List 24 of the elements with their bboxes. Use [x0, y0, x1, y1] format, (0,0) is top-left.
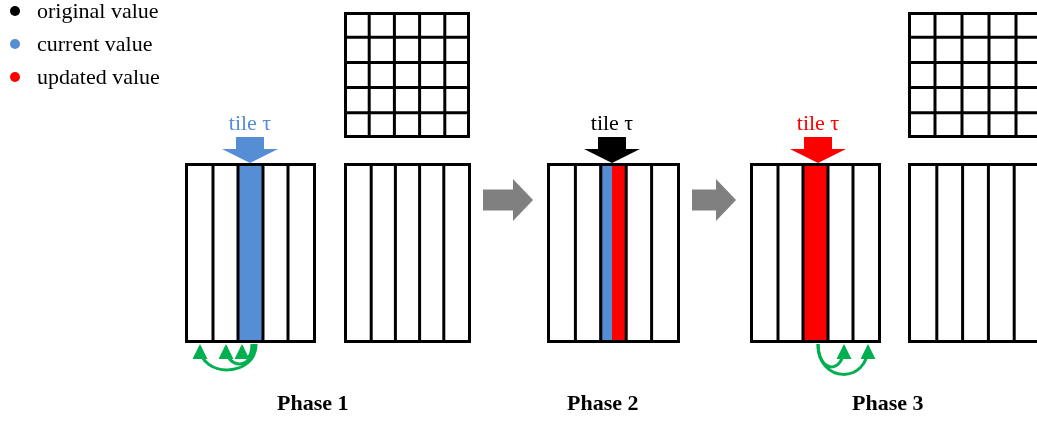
block-arrow [584, 137, 640, 163]
column-panel [908, 163, 1037, 343]
phase-label: Phase 2 [567, 390, 639, 416]
tile-label: tile τ [210, 110, 290, 136]
block-arrow [483, 179, 533, 221]
column-panel [750, 163, 881, 343]
column-panel [185, 163, 316, 343]
dependency-arrow [816, 343, 851, 369]
column-panel [547, 163, 680, 343]
dependency-arrow [235, 343, 254, 360]
block-arrow [692, 179, 736, 221]
legend-label: updated value [37, 64, 160, 90]
phase-label: Phase 1 [277, 390, 349, 416]
tile-label: tile τ [778, 110, 858, 136]
dependency-arrow [194, 343, 258, 372]
block-arrow [790, 137, 846, 163]
dependency-arrow [219, 343, 256, 366]
column-panel [344, 163, 471, 343]
block-arrow [222, 137, 278, 163]
tile-label: tile τ [572, 110, 652, 136]
phase-label: Phase 3 [852, 390, 924, 416]
legend-label: original value [37, 0, 159, 24]
dependency-arrow [816, 343, 875, 376]
legend-label: current value [37, 31, 153, 57]
